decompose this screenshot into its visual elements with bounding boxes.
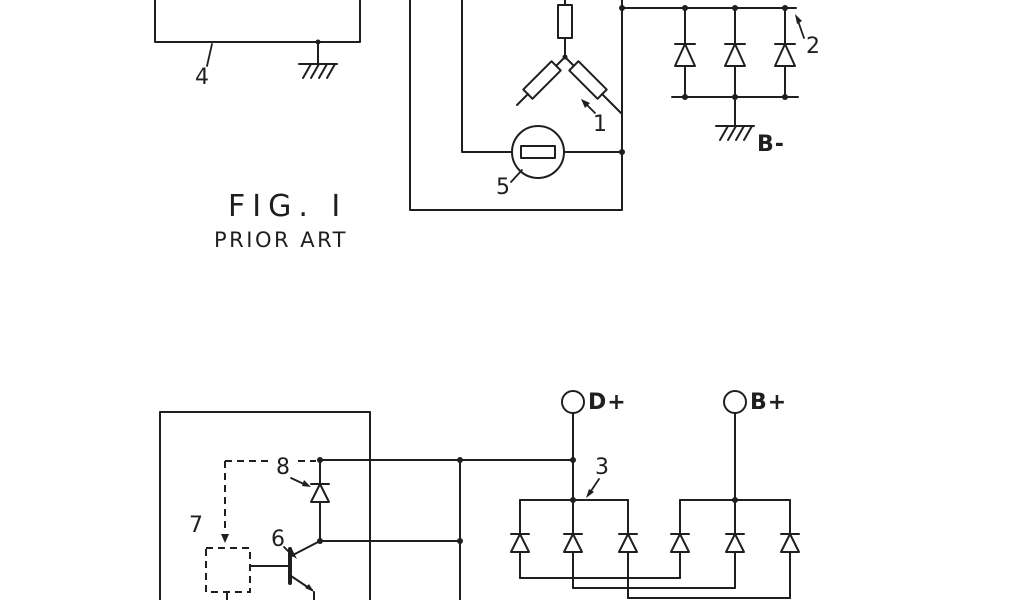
label-4-leader [206,43,213,67]
diode [774,7,796,98]
winding-phase-top [557,4,573,39]
diode [618,499,638,599]
control-unit-box [205,547,251,593]
junction-dot [619,149,625,155]
rectifier-bank [619,5,799,100]
label-lamp: 5 [496,175,510,200]
label-terminal-dplus: D+ [588,390,627,415]
label-load-box: 4 [195,65,209,90]
load-box [154,0,361,43]
label-3-arrowhead [586,489,594,498]
transistor-collector [290,540,321,557]
diode [724,7,746,98]
diode-trio-field [510,497,638,599]
terminal-dplus [561,390,585,414]
label-transistor: 6 [271,527,285,552]
label-control-unit: 7 [189,513,203,538]
dashed-arrowhead [221,534,229,543]
label-5-leader [510,169,523,183]
diode [510,499,530,579]
fig1-subtitle: PRIOR ART [214,228,348,252]
fig1-title: FIG. I [228,189,347,224]
figure-2: D+ B+ 7 8 [159,390,800,600]
stator-windings [516,0,623,115]
ground-symbol-bminus [715,96,755,141]
label-battery-negative: B- [757,132,785,157]
wire-lamp-left [461,0,513,153]
regulator-box [159,411,371,600]
diode [563,499,583,589]
indicator-lamp [511,125,565,179]
label-zener: 8 [276,455,290,480]
diode [780,499,800,599]
label-windings: 1 [593,112,607,137]
label-2-arrowhead [795,14,802,24]
zener-diode [310,459,330,542]
winding-phase-right [568,60,608,100]
diode [725,499,745,589]
label-6-arrowhead [288,549,297,559]
diode [670,499,690,579]
terminal-bplus [723,390,747,414]
label-diode-group: 3 [595,455,609,480]
wire-left-loop [409,0,623,211]
winding-phase-left [522,60,562,100]
emitter-arrowhead [305,584,314,592]
transistor [249,540,321,600]
ground-symbol-box [298,39,338,79]
diode [674,7,696,98]
figure-1: 4 1 5 [154,0,820,252]
diode-trio-main [670,497,800,599]
label-8-arrowhead [302,480,311,487]
label-1-arrowhead [581,99,590,108]
label-terminal-bplus: B+ [750,390,787,415]
label-rectifier: 2 [806,34,820,59]
